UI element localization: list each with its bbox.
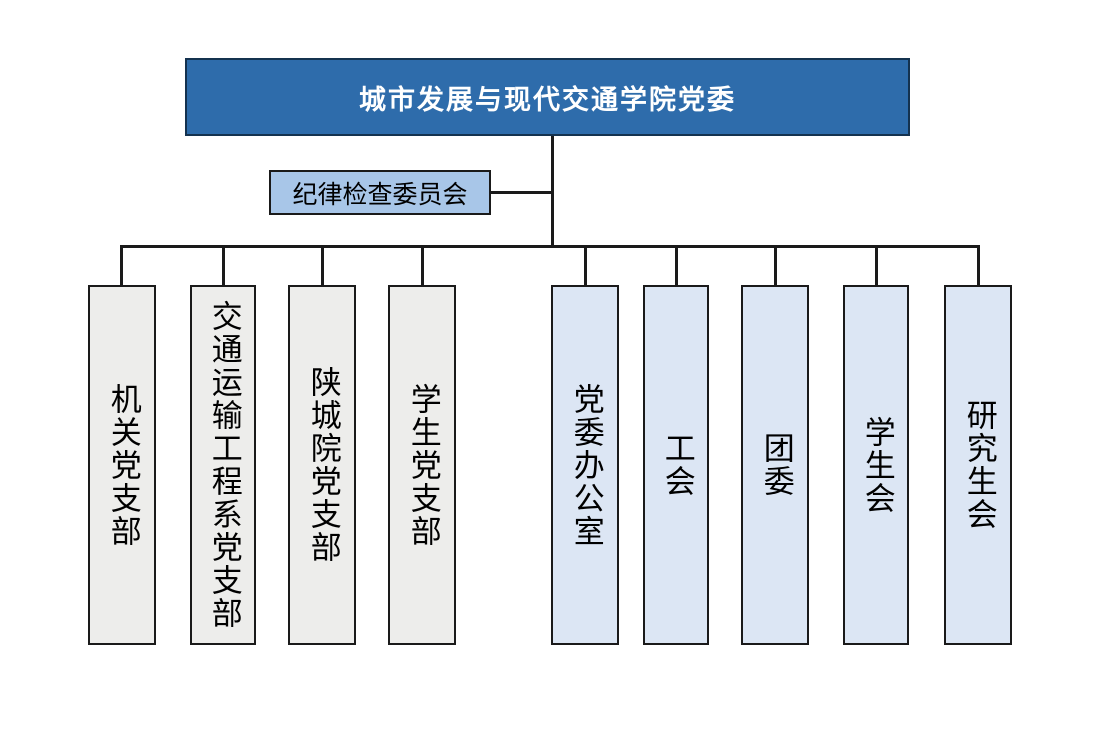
connector-drop-1 (120, 245, 123, 287)
root-node-party-committee[interactable]: 城市发展与现代交通学院党委 (185, 58, 910, 136)
node-branch-shanchengyuan-party[interactable]: 陕城院党支部 (288, 285, 356, 645)
node-student-union[interactable]: 学生会 (843, 285, 909, 645)
connector-drop-6 (675, 245, 678, 287)
node-graduate-student-union[interactable]: 研究生会 (944, 285, 1012, 645)
branch-label-4: 学生党支部 (404, 382, 441, 548)
connector-drop-9 (977, 245, 980, 287)
branch-label-5: 党委办公室 (567, 382, 604, 548)
connector-drop-3 (321, 245, 324, 287)
branch-label-9: 研究生会 (960, 399, 997, 531)
branch-label-7: 团委 (757, 432, 794, 498)
connector-drop-4 (421, 245, 424, 287)
branch-label-6: 工会 (658, 432, 695, 498)
branch-label-8: 学生会 (858, 415, 895, 515)
connector-drop-5 (584, 245, 587, 287)
connector-discipline-horizontal (489, 191, 553, 194)
node-discipline-committee[interactable]: 纪律检查委员会 (269, 170, 491, 215)
discipline-committee-label: 纪律检查委员会 (292, 179, 468, 209)
node-branch-jiguan-party[interactable]: 机关党支部 (88, 285, 156, 645)
node-branch-student-party[interactable]: 学生党支部 (388, 285, 456, 645)
connector-drop-7 (774, 245, 777, 287)
connector-drop-8 (875, 245, 878, 287)
branch-label-3: 陕城院党支部 (304, 366, 341, 564)
connector-drop-2 (222, 245, 225, 287)
branch-label-1: 机关党支部 (104, 382, 141, 548)
node-party-committee-office[interactable]: 党委办公室 (551, 285, 619, 645)
connector-bus-horizontal (120, 245, 978, 248)
branch-label-2: 交通运输工程系党支部 (205, 300, 242, 630)
node-youth-league-committee[interactable]: 团委 (741, 285, 809, 645)
node-branch-transport-engineering-party[interactable]: 交通运输工程系党支部 (190, 285, 256, 645)
root-node-label: 城市发展与现代交通学院党委 (359, 84, 736, 116)
node-labor-union[interactable]: 工会 (643, 285, 709, 645)
